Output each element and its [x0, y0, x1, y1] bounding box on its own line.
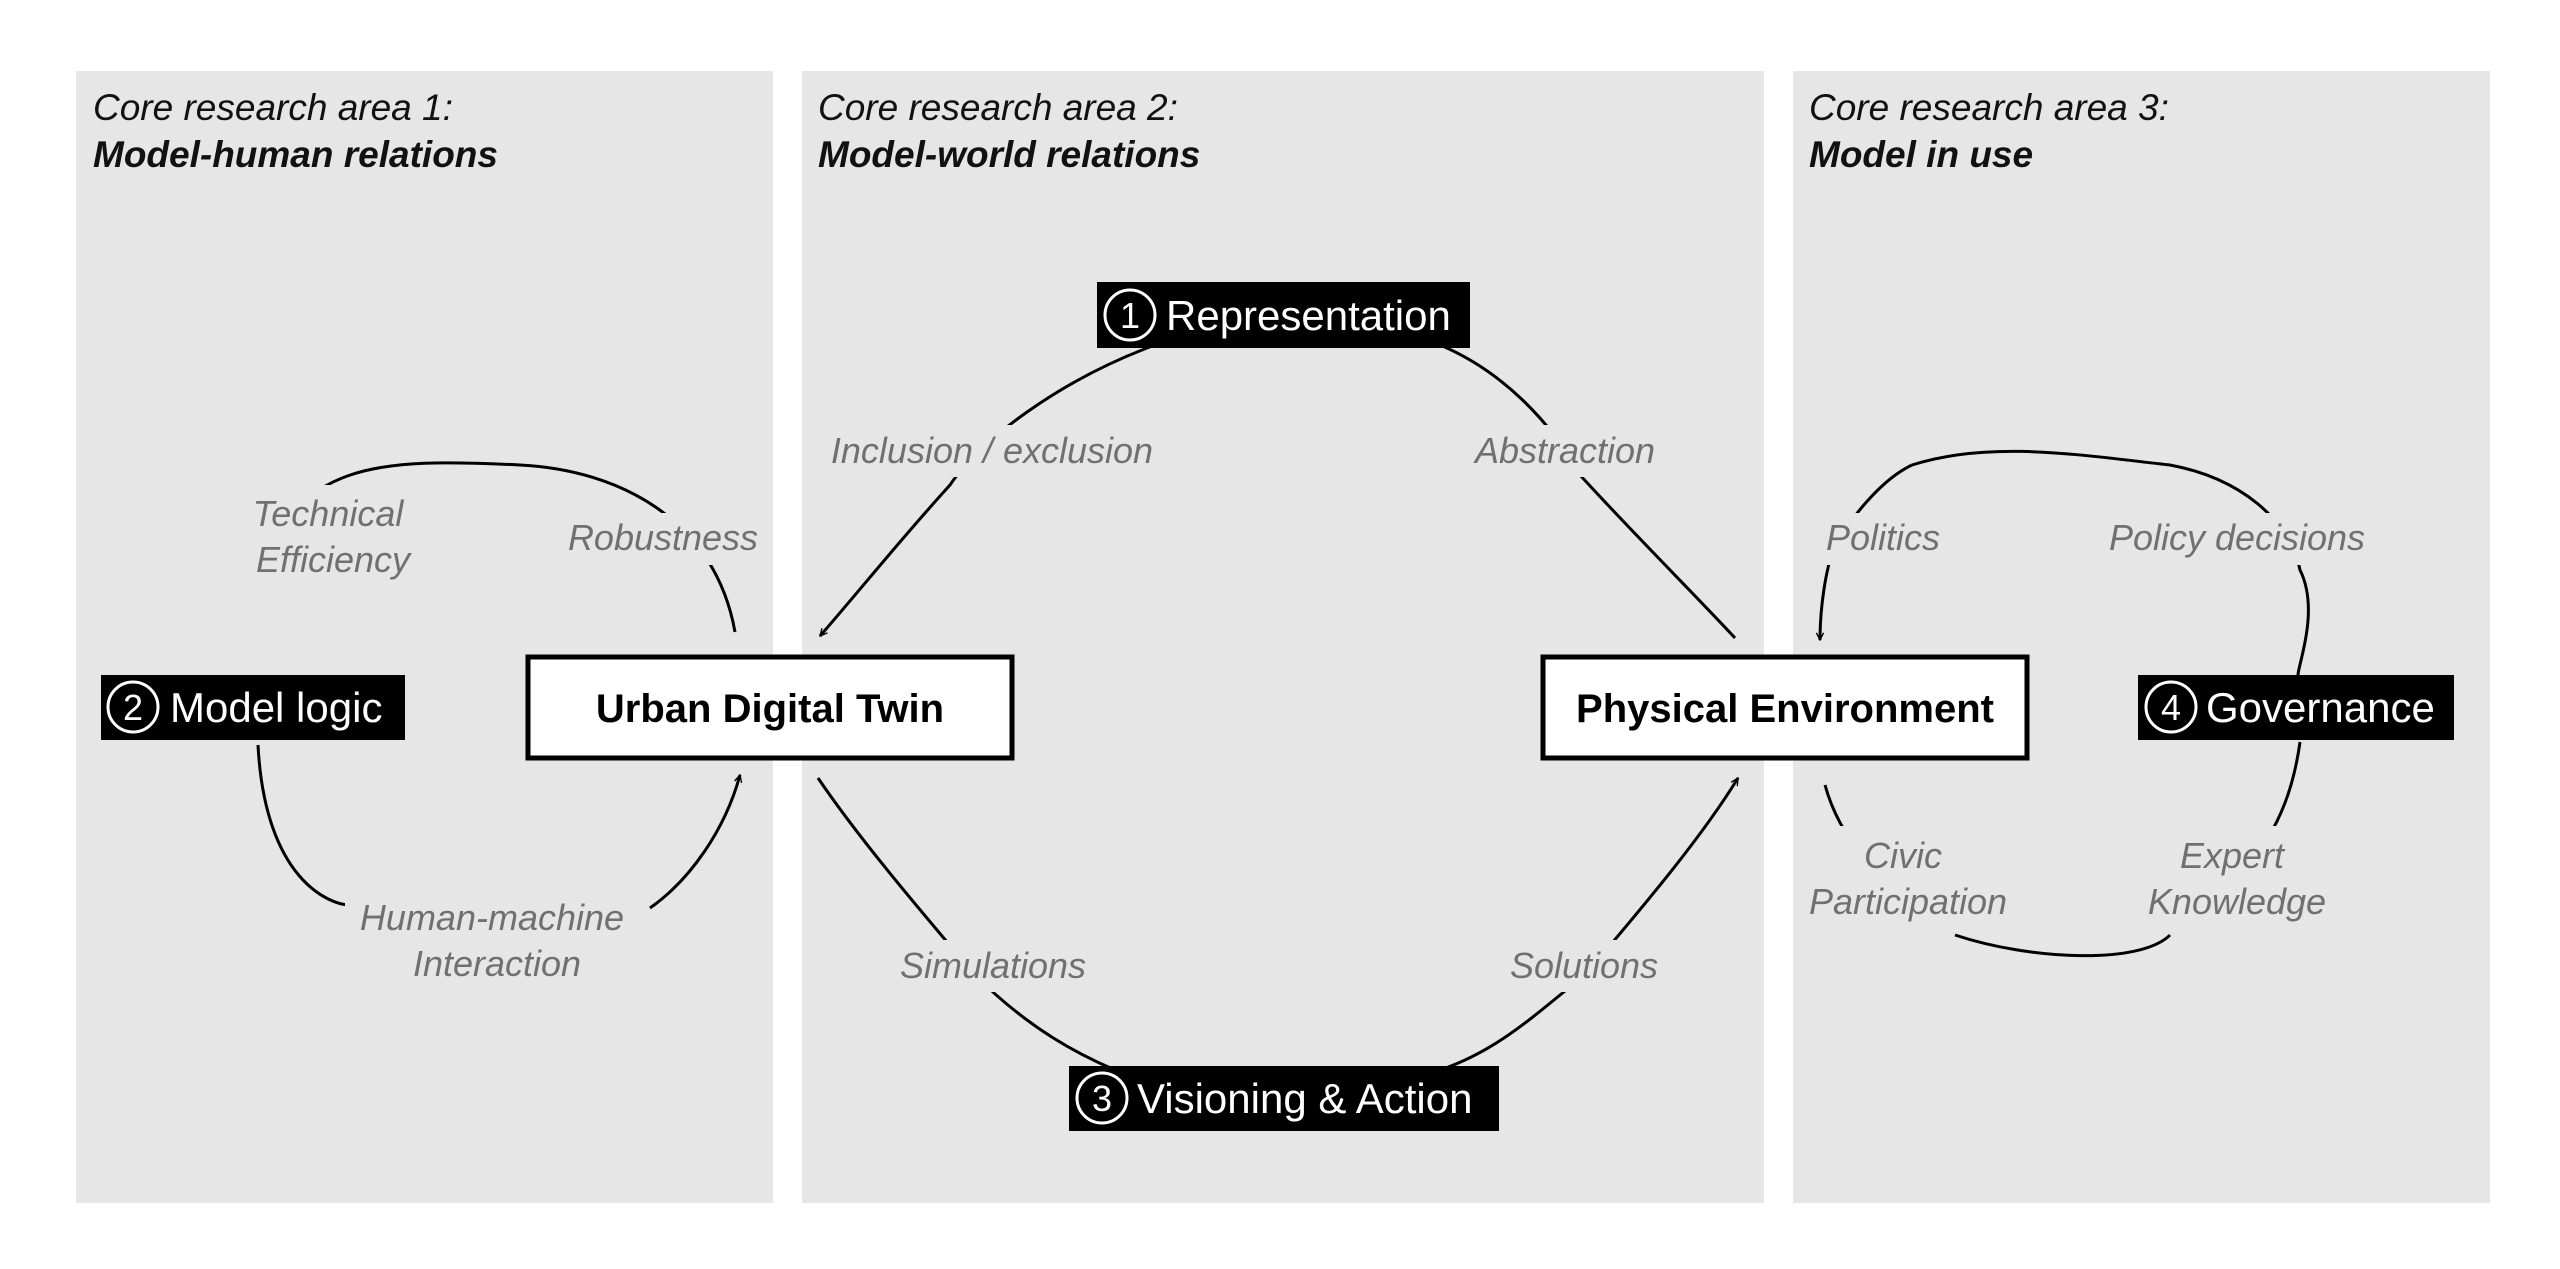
governance-node: 4 Governance — [2138, 675, 2454, 740]
governance-label: Governance — [2206, 684, 2435, 731]
urban-digital-twin-label: Urban Digital Twin — [596, 687, 944, 731]
number-circle-2 — [106, 680, 160, 734]
area-2-title: Core research area 2: — [818, 87, 1178, 128]
technical-efficiency-label: Technical Efficiency — [253, 493, 414, 580]
policy-decisions-bg — [2090, 513, 2382, 565]
model-logic-label: Model logic — [170, 684, 382, 731]
abstraction-bg — [1460, 425, 1670, 477]
model-logic-number: 2 — [123, 687, 143, 728]
policy-decisions-label: Policy decisions — [2109, 517, 2365, 558]
human-machine-bg — [345, 888, 645, 993]
simulations-label: Simulations — [900, 945, 1086, 986]
governance-number: 4 — [2161, 687, 2181, 728]
number-circle-1 — [1103, 288, 1157, 342]
visioning-label: Visioning & Action — [1137, 1075, 1472, 1122]
expert-knowledge-label: Expert Knowledge — [2148, 835, 2326, 922]
representation-number: 1 — [1120, 295, 1140, 336]
area-1-title: Core research area 1: — [93, 87, 453, 128]
urban-digital-twin-box: Urban Digital Twin — [525, 654, 1015, 761]
physical-environment-label: Physical Environment — [1576, 687, 1994, 731]
human-machine-label: Human-machine Interaction — [360, 897, 634, 984]
civic-participation-label: Civic Participation — [1809, 835, 2007, 922]
model-logic-node: 2 Model logic — [101, 675, 405, 740]
abstraction-label: Abstraction — [1473, 430, 1655, 471]
solutions-bg — [1492, 940, 1680, 992]
area-1-subtitle: Model-human relations — [93, 134, 498, 175]
civic-participation-bg — [1800, 826, 2026, 931]
politics-bg — [1808, 513, 1958, 565]
area-3-subtitle: Model in use — [1809, 134, 2033, 175]
politics-label: Politics — [1826, 517, 1940, 558]
inclusion-exclusion-label: Inclusion / exclusion — [831, 430, 1153, 471]
area-2-subtitle: Model-world relations — [818, 134, 1200, 175]
robustness-label: Robustness — [568, 517, 758, 558]
physical-environment-box: Physical Environment — [1540, 654, 2030, 761]
solutions-label: Solutions — [1510, 945, 1658, 986]
panel-area-3 — [1793, 71, 2490, 1203]
robustness-bg — [556, 513, 770, 565]
visioning-number: 3 — [1092, 1078, 1112, 1119]
panel-area-2 — [802, 71, 1764, 1203]
panel-area-1 — [76, 71, 773, 1203]
number-circle-3 — [1075, 1071, 1129, 1125]
number-circle-4 — [2144, 680, 2198, 734]
technical-efficiency-bg — [238, 485, 428, 587]
visioning-node: 3 Visioning & Action — [1069, 1066, 1499, 1131]
simulations-bg — [882, 940, 1108, 992]
representation-label: Representation — [1166, 292, 1451, 339]
expert-knowledge-bg — [2134, 826, 2344, 931]
area-3-title: Core research area 3: — [1809, 87, 2169, 128]
representation-node: 1 Representation — [1097, 282, 1470, 348]
inclusion-exclusion-bg — [812, 425, 1172, 477]
